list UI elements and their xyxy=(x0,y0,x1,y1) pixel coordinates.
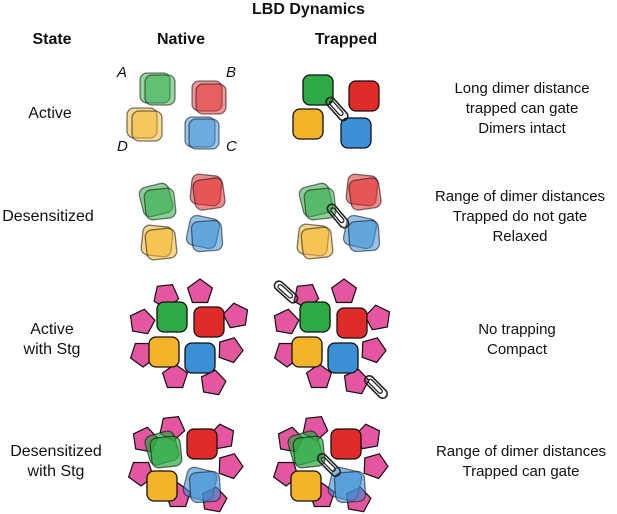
stargazin-pentagon xyxy=(305,363,333,389)
desensitized-native-tetramer xyxy=(138,173,226,261)
native-column-header: Native xyxy=(156,31,206,48)
trapped-column-header: Trapped xyxy=(314,31,378,48)
subunit-d xyxy=(290,470,322,502)
paperclip-inner-loop xyxy=(320,456,336,472)
description-active: Long dimer distance trapped can gate Dim… xyxy=(454,80,590,137)
subunit-d xyxy=(146,470,178,502)
stargazin-pentagon xyxy=(364,304,391,331)
subunit-d xyxy=(148,336,180,368)
subunit-c xyxy=(327,342,359,374)
stargazin-pentagon xyxy=(218,337,244,364)
stargazin-pentagon xyxy=(343,368,370,395)
subunit-b xyxy=(348,177,382,211)
subunit-c-label: C xyxy=(226,138,237,155)
subunit-b xyxy=(192,177,226,211)
stargazin-pentagon xyxy=(186,278,214,304)
stargazin-pentagon xyxy=(222,302,249,329)
paperclip-outer-loop xyxy=(363,374,389,400)
subunit-b xyxy=(195,83,227,115)
subunit-c xyxy=(190,219,224,253)
stargazin-pentagon xyxy=(330,278,358,304)
stargazin-pentagon xyxy=(363,453,389,480)
paperclip-icon xyxy=(363,374,389,400)
active-native-tetramer xyxy=(126,72,227,150)
active-trapped-tetramer xyxy=(292,74,380,149)
subunit-b-label: B xyxy=(226,64,237,81)
state-label-active: Active xyxy=(28,105,72,122)
description-desensitized: Range of dimer distances Trapped do not … xyxy=(434,188,606,245)
active-with-stg-trapped-tetramer xyxy=(273,278,391,400)
subunit-b xyxy=(186,428,218,460)
paperclip-outer-loop xyxy=(273,280,299,304)
subunit-c xyxy=(188,470,222,504)
subunit-a xyxy=(292,435,326,469)
subunit-b xyxy=(330,428,362,460)
subunit-b xyxy=(336,307,368,339)
state-column-header: State xyxy=(32,31,72,48)
paperclip-icon xyxy=(325,96,349,122)
paperclip-inner-loop xyxy=(328,100,344,117)
paperclip-inner-loop xyxy=(330,207,345,224)
active-with-stg-native-tetramer xyxy=(129,278,249,396)
subunit-a-label: A xyxy=(117,64,128,81)
desensitized-trapped-tetramer xyxy=(296,173,382,260)
stargazin-pentagon xyxy=(200,369,227,396)
subunit-c xyxy=(333,470,367,504)
desensitized-with-stg-native-tetramer xyxy=(127,416,244,513)
subunit-a xyxy=(299,301,331,333)
figure-title: LBD Dynamics xyxy=(252,1,365,18)
stargazin-pentagon xyxy=(161,363,189,389)
state-label-desensitized-with-stg: Desensitized with Stg xyxy=(10,443,102,480)
stargazin-pentagon xyxy=(273,308,300,335)
description-active-with-stg: No trapping Compact xyxy=(478,321,556,358)
state-label-active-with-stg: Active with Stg xyxy=(23,321,81,358)
subunit-b xyxy=(193,306,225,338)
description-desensitized-with-stg: Range of dimer distances Trapped can gat… xyxy=(435,443,607,480)
subunit-c xyxy=(340,117,372,149)
subunit-c xyxy=(347,219,381,253)
subunit-d-label: D xyxy=(117,138,128,155)
subunit-a xyxy=(144,74,176,106)
paperclip-outer-loop xyxy=(325,96,349,122)
subunit-a xyxy=(143,187,177,221)
stargazin-pentagon xyxy=(129,308,156,335)
subunit-c xyxy=(184,342,216,374)
subunit-a xyxy=(156,301,188,333)
stargazin-pentagon xyxy=(218,453,244,480)
subunit-d xyxy=(144,227,178,261)
subunit-a xyxy=(302,74,334,106)
subunit-a xyxy=(149,435,183,469)
subunit-d xyxy=(292,108,324,140)
state-label-desensitized: Desensitized xyxy=(2,208,94,225)
paperclip-icon xyxy=(273,280,299,304)
subunit-c xyxy=(188,118,220,150)
subunit-d xyxy=(300,226,334,260)
subunit-b xyxy=(348,80,380,112)
paperclip-outer-loop xyxy=(326,203,350,229)
paperclip-inner-loop xyxy=(277,283,294,299)
subunit-d xyxy=(131,110,163,142)
paperclip-inner-loop xyxy=(367,378,383,394)
paperclip-icon xyxy=(326,203,350,229)
subunit-d xyxy=(291,336,323,368)
desensitized-with-stg-trapped-tetramer xyxy=(272,416,389,513)
stargazin-pentagon xyxy=(361,337,387,364)
